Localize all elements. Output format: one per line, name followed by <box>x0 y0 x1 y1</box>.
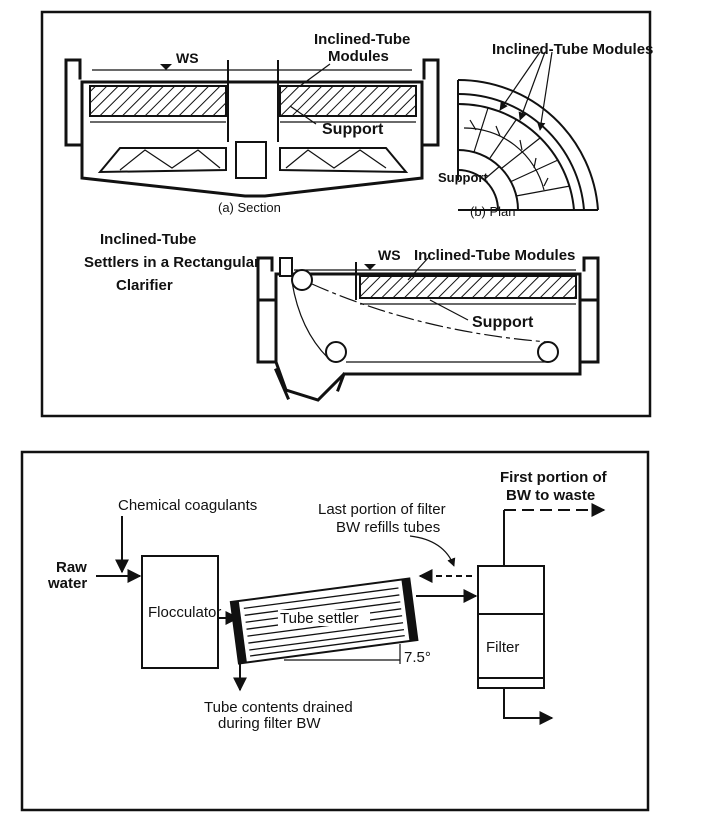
rect-right-wall <box>578 298 600 364</box>
section-center-well <box>235 141 267 179</box>
rect-sprocket-top <box>291 269 313 291</box>
section-ws-marker <box>160 64 172 70</box>
waste-label-2: BW to waste <box>506 487 595 504</box>
filter-upper-box <box>477 565 545 615</box>
section-modules-leader <box>299 63 331 87</box>
angle-label: 7.5° <box>404 649 431 666</box>
section-right-lip <box>422 58 440 94</box>
filter-label: Filter <box>486 639 519 656</box>
figure-1-panel: WS Inclined-Tube Modules Support (a) Sec… <box>40 10 653 418</box>
waste-label-1: First portion of <box>500 469 608 486</box>
rect-modules <box>359 275 577 299</box>
section-truss-left <box>97 147 227 174</box>
rect-hopper-detail <box>274 368 346 400</box>
plan-module-segments <box>457 104 574 211</box>
rect-sprocket-right <box>537 341 559 363</box>
section-modules-right <box>279 85 417 117</box>
rect-support-leader <box>429 299 469 321</box>
section-view: WS Inclined-Tube Modules Support (a) Sec… <box>64 31 440 215</box>
rect-modules-leader <box>407 257 429 281</box>
rect-right-lip <box>582 256 600 280</box>
figure-2-panel: Chemical coagulants Raw water Flocculato… <box>20 450 650 812</box>
plan-leader-1 <box>499 51 541 111</box>
rect-left-wall-top <box>256 272 278 302</box>
rect-left-wall <box>256 298 278 364</box>
tube-settler-label: Tube settler <box>280 610 359 627</box>
rect-inlet <box>279 257 293 277</box>
plan-outer-arc <box>457 78 599 211</box>
plan-modules-label: Inclined-Tube Modules <box>492 41 653 58</box>
rect-chain-1 <box>291 281 329 359</box>
plan-support-leader <box>485 165 501 179</box>
drain-label-2: during filter BW <box>218 715 321 732</box>
plan-leader-3 <box>536 51 553 131</box>
rectangular-clarifier-view: Inclined-Tube Settlers in a Rectangular … <box>84 231 600 402</box>
section-ws-label: WS <box>176 50 199 66</box>
section-modules-left <box>89 85 227 117</box>
section-support-leader <box>289 105 317 125</box>
section-walls <box>64 80 440 147</box>
plan-caption: (b) Plan <box>470 204 516 219</box>
section-center-column <box>227 60 279 142</box>
section-support-label: Support <box>322 121 384 138</box>
rect-chain-2 <box>311 283 549 343</box>
rect-sprocket-mid <box>325 341 347 363</box>
refill-label-2: BW refills tubes <box>336 519 440 536</box>
refill-label-1: Last portion of filter <box>318 501 446 518</box>
plan-inner-arc <box>457 169 499 211</box>
figure-2-border <box>20 450 650 812</box>
rect-title-2: Settlers in a Rectangular <box>84 254 260 271</box>
section-left-lip <box>64 58 82 94</box>
tube-settler-outlet-cap <box>401 578 418 642</box>
rect-title-1: Inclined-Tube <box>100 231 196 248</box>
rect-title-3: Clarifier <box>116 277 173 294</box>
tube-settler-label-bg <box>278 610 370 626</box>
plan-view: Inclined-Tube Modules Support (b) Plan <box>438 41 653 219</box>
tube-settler-inlet-cap <box>230 600 247 664</box>
section-modules-label-1: Inclined-Tube <box>314 31 410 48</box>
plan-modules-inner-arc <box>457 149 519 211</box>
plan-leader-2 <box>518 51 546 121</box>
rect-support-label: Support <box>472 314 534 331</box>
drain-label-1: Tube contents drained <box>204 699 353 716</box>
raw-label-2: water <box>47 575 87 592</box>
filter-effluent-arrow <box>503 688 554 725</box>
flocculator-box <box>141 555 219 669</box>
raw-label-1: Raw <box>56 559 87 576</box>
plan-modules-outer-arc <box>457 102 575 211</box>
plan-support-label: Support <box>438 170 488 185</box>
chemical-label: Chemical coagulants <box>118 497 257 514</box>
flocculator-label: Flocculator <box>148 604 221 621</box>
rect-ws-marker <box>364 264 376 270</box>
section-bottom <box>80 143 424 198</box>
rect-left-lip <box>256 256 274 280</box>
section-caption: (a) Section <box>218 200 281 215</box>
filter-lower-box <box>477 613 545 679</box>
rect-ws-label: WS <box>378 247 401 263</box>
refill-leader <box>409 535 456 567</box>
figure-1-border <box>40 10 652 418</box>
filter-underdrain <box>477 677 545 689</box>
rect-modules-label: Inclined-Tube Modules <box>414 247 575 264</box>
section-truss-right-web <box>285 149 387 169</box>
section-truss-left-web <box>119 149 221 171</box>
section-modules-label-2: Modules <box>328 48 389 65</box>
rect-bottom-hopper <box>274 360 582 402</box>
section-truss-right <box>279 147 409 174</box>
